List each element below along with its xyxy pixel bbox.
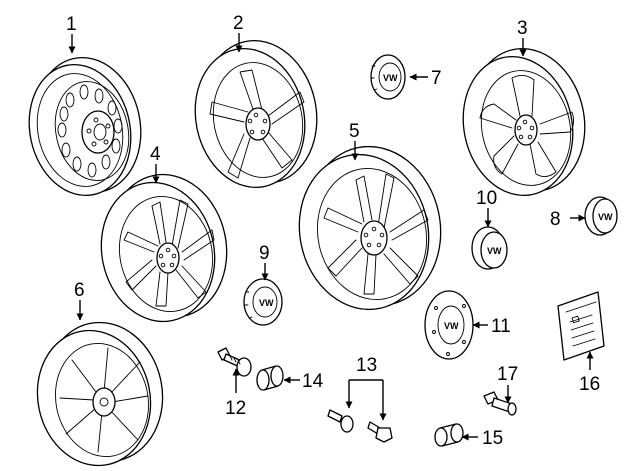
logo-text: VW — [598, 212, 613, 222]
part-6-alloy-wheel[interactable] — [25, 311, 175, 471]
part-5-alloy-wheel[interactable] — [285, 134, 455, 322]
callout-16: 16 — [579, 374, 600, 395]
part-3-alloy-wheel[interactable] — [451, 38, 598, 206]
leader-lines — [68, 33, 594, 441]
callout-17: 17 — [497, 364, 518, 385]
callout-6: 6 — [74, 280, 85, 301]
callout-15: 15 — [482, 428, 503, 449]
callout-9: 9 — [259, 243, 270, 264]
callout-7: 7 — [431, 68, 442, 89]
callout-13: 13 — [356, 355, 377, 376]
part-15-spacer[interactable] — [434, 423, 464, 447]
part-4-alloy-wheel[interactable] — [89, 164, 240, 333]
callout-11: 11 — [491, 316, 511, 337]
part-12-lug-bolt[interactable] — [217, 347, 252, 377]
callout-5: 5 — [349, 121, 360, 142]
callout-14: 14 — [302, 371, 324, 392]
callout-labels: 1 2 3 4 5 6 7 8 9 10 11 12 13 14 15 16 1… — [66, 13, 600, 449]
part-11-hub-cover[interactable]: VW — [424, 290, 474, 360]
part-7-center-cap[interactable]: VW — [370, 54, 406, 100]
logo-text: VW — [487, 246, 502, 256]
callout-10: 10 — [476, 188, 497, 209]
logo-text: VW — [383, 73, 398, 83]
callout-12: 12 — [225, 398, 246, 419]
part-10-center-cap[interactable]: VW — [471, 226, 508, 270]
part-9-center-cap[interactable]: VW — [243, 278, 283, 326]
callout-4: 4 — [150, 144, 161, 165]
part-2-alloy-wheel[interactable] — [183, 30, 330, 198]
part-14-spacer[interactable] — [256, 365, 284, 391]
part-13-bolts[interactable] — [327, 409, 393, 443]
callout-3: 3 — [517, 18, 528, 39]
part-16-label-pack[interactable] — [557, 291, 605, 361]
logo-text: VW — [444, 321, 459, 331]
part-8-center-cap[interactable]: VW — [584, 196, 618, 236]
part-1-steel-wheel[interactable] — [17, 48, 153, 205]
callout-1: 1 — [66, 14, 77, 35]
callout-8: 8 — [550, 209, 561, 230]
part-17-valve-stem[interactable] — [483, 391, 517, 416]
callout-2: 2 — [233, 13, 244, 34]
logo-text: VW — [259, 298, 274, 308]
